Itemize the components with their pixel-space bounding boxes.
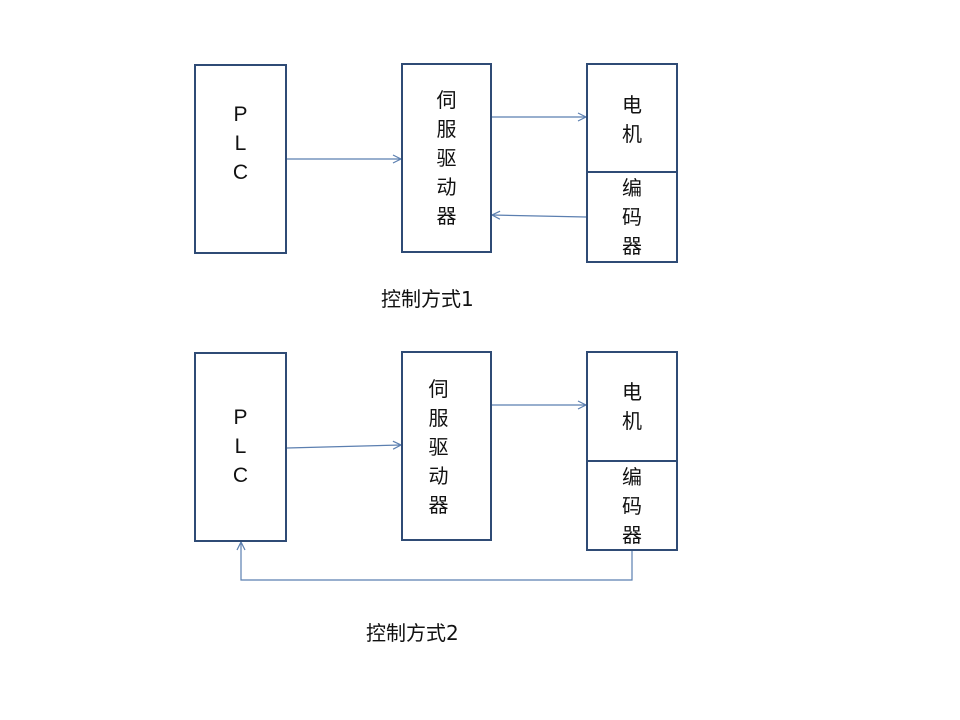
servo-driver-label-2: 伺 服 驱 动 器 (428, 377, 449, 517)
motor-box-2 (586, 351, 678, 462)
encoder-box-1 (586, 171, 678, 263)
arrow-plc-to-driver-2 (286, 445, 401, 448)
encoder-label-1: 编 码 器 (622, 176, 642, 258)
servo-driver-label-1: 伺 服 驱 动 器 (436, 88, 457, 228)
servo-driver-box-2 (401, 351, 492, 541)
arrow-encoder-to-driver-1 (492, 215, 587, 217)
motor-label-1: 电 机 (622, 93, 642, 146)
plc-box-1 (194, 64, 287, 254)
encoder-box-2 (586, 460, 678, 551)
motor-box-1 (586, 63, 678, 174)
plc-label-2: P L C (232, 406, 249, 487)
arrow-encoder-to-plc-2 (241, 542, 633, 581)
caption-control-mode-2: 控制方式2 (366, 621, 459, 645)
encoder-label-2: 编 码 器 (622, 465, 642, 547)
plc-box-2 (194, 352, 287, 542)
plc-label-1: P L C (232, 103, 249, 184)
caption-control-mode-1: 控制方式1 (381, 287, 474, 311)
motor-label-2: 电 机 (622, 380, 642, 433)
servo-driver-box-1 (401, 63, 492, 253)
